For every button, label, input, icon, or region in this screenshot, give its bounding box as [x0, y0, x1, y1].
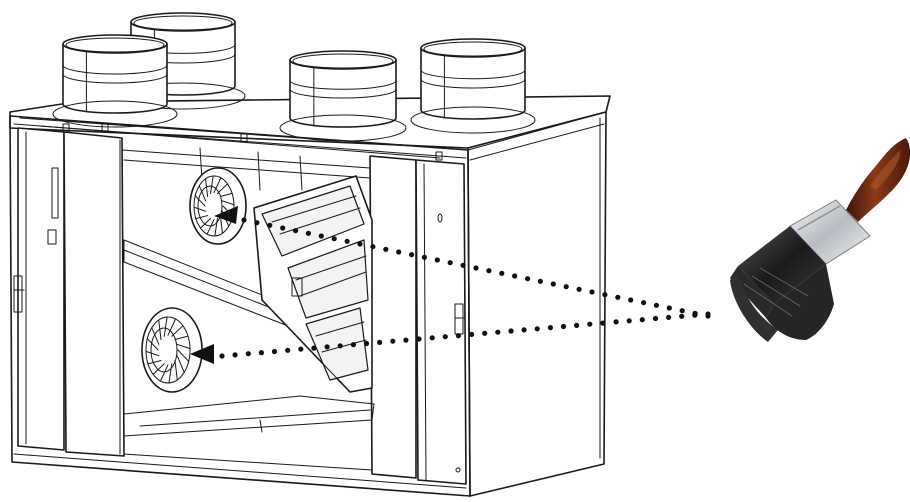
- path-to-lower-fan: [219, 311, 711, 359]
- arrowhead-lower-icon: [190, 344, 214, 364]
- paint-brush-ferrule: [789, 199, 871, 265]
- fan-lower: [141, 307, 203, 393]
- duct-spigot-1: [52, 34, 178, 128]
- fan-lower-blades: [145, 316, 191, 384]
- left-access-panel: [13, 127, 125, 457]
- heat-exchanger-core: [253, 175, 373, 393]
- right-access-panel: [369, 155, 467, 485]
- interior-cavity: [121, 147, 375, 471]
- paint-brush-icon: [730, 138, 910, 342]
- duct-spigot-4: [410, 38, 536, 134]
- duct-spigot-3: [279, 50, 407, 142]
- paint-brush-bristles: [738, 226, 826, 304]
- arrowhead-upper-icon: [214, 206, 238, 224]
- fan-upper: [189, 167, 247, 245]
